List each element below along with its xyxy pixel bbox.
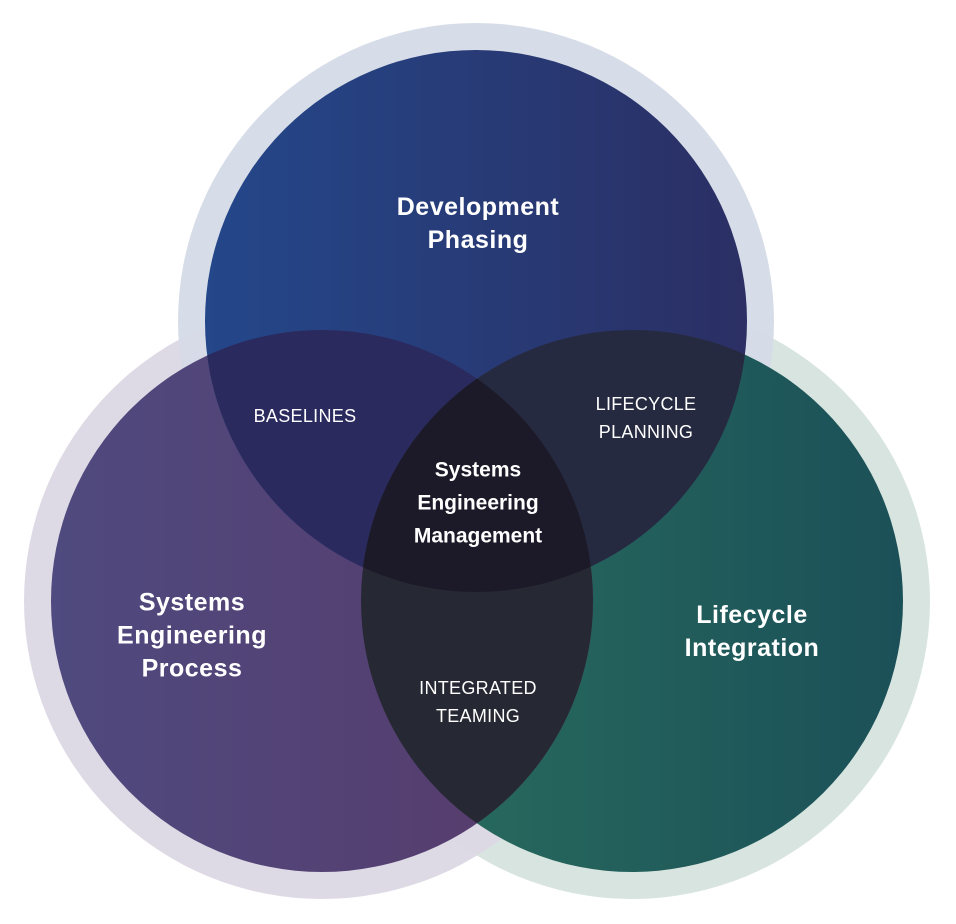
center-label: Systems Engineering Management (413, 458, 543, 548)
overlap-center (361, 330, 593, 592)
left-circle-label: Systems Engineering Process (117, 588, 267, 683)
integrated-teaming-label: INTEGRATED TEAMING (419, 678, 537, 726)
right-circle-label: Lifecycle Integration (684, 601, 820, 662)
lifecycle-planning-label: LIFECYCLE PLANNING (595, 394, 697, 442)
baselines-label: BASELINES (253, 406, 357, 426)
top-circle-label: Development Phasing (396, 193, 560, 254)
